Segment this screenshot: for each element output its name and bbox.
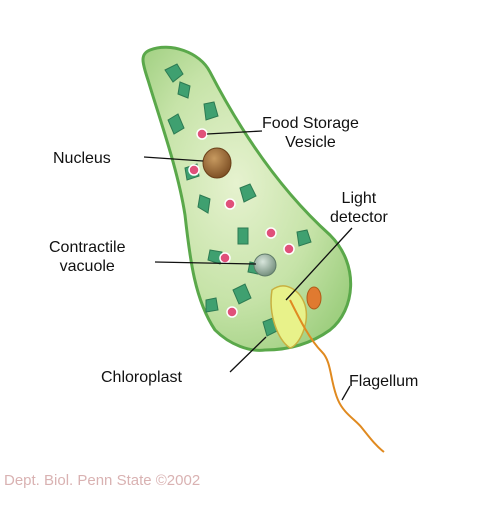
eyespot bbox=[306, 286, 322, 310]
vesicle-4 bbox=[265, 227, 277, 239]
chloroplast-11 bbox=[232, 283, 252, 305]
contractile-vacuole bbox=[253, 253, 277, 277]
vesicle-1 bbox=[196, 128, 208, 140]
vesicle-3 bbox=[224, 198, 236, 210]
chloroplast-2 bbox=[177, 81, 191, 99]
chloroplast-13 bbox=[296, 229, 312, 247]
leader-nucleus bbox=[143, 156, 204, 162]
chloroplast-1 bbox=[164, 63, 184, 83]
vesicle-6 bbox=[219, 252, 231, 264]
nucleus-label: Nucleus bbox=[53, 150, 111, 167]
flagellum-label: Flagellum bbox=[349, 373, 419, 390]
chloroplast-7 bbox=[239, 183, 257, 203]
leader-contractile bbox=[154, 261, 257, 265]
chloroplast-14 bbox=[205, 297, 219, 313]
food-storage-label-line2: Vesicle bbox=[285, 134, 336, 151]
chloroplast-label: Chloroplast bbox=[101, 369, 182, 386]
copyright-credit: Dept. Biol. Penn State ©2002 bbox=[4, 472, 201, 489]
chloroplast-8 bbox=[237, 227, 249, 245]
leader-flagellum bbox=[341, 385, 351, 401]
light-detector-label: Light detector bbox=[330, 189, 388, 227]
reservoir bbox=[270, 285, 307, 349]
leader-chloroplast bbox=[229, 336, 267, 373]
leader-light-detector bbox=[285, 227, 353, 301]
chloroplast-6 bbox=[197, 194, 211, 214]
chloroplast-3 bbox=[167, 113, 185, 135]
vesicle-5 bbox=[283, 243, 295, 255]
food-storage-vesicles bbox=[188, 128, 295, 318]
vesicle-7 bbox=[226, 306, 238, 318]
leader-lines bbox=[143, 130, 353, 401]
light-detector-label-line1: Light bbox=[341, 190, 377, 207]
food-storage-label: Food Storage Vesicle bbox=[262, 114, 359, 152]
contractile-label-line2: vacuole bbox=[59, 258, 115, 275]
vesicle-2 bbox=[188, 164, 200, 176]
contractile-label-line1: Contractile bbox=[49, 239, 126, 256]
contractile-vacuole-label: Contractile vacuole bbox=[49, 238, 125, 276]
nucleus bbox=[202, 147, 232, 179]
food-storage-label-line1: Food Storage bbox=[262, 115, 359, 132]
light-detector-label-line2: detector bbox=[330, 209, 388, 226]
chloroplast-4 bbox=[203, 101, 219, 121]
leader-food-storage bbox=[206, 130, 263, 135]
chloroplast-9 bbox=[207, 249, 223, 265]
flagellum bbox=[289, 299, 385, 453]
